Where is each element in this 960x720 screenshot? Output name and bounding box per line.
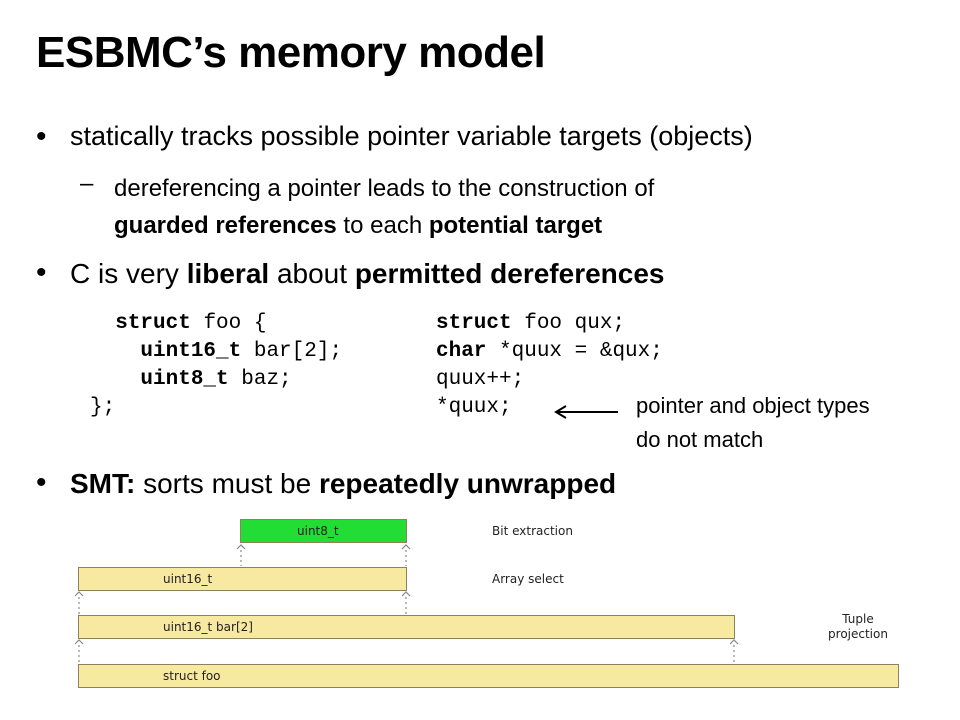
bullet-2: C is very liberal about permitted derefe… [70,258,665,290]
sub-bullet-1: dereferencing a pointer leads to the con… [114,170,654,244]
sub-bullet-line1: dereferencing a pointer leads to the con… [114,175,655,202]
left-arrow-icon [554,405,618,419]
label-array-select: Array select [492,572,564,586]
note-line1: pointer and object types [636,393,870,418]
bold-repeatedly-unwrapped: repeatedly unwrapped [318,468,617,499]
tuple-line2: projection [828,627,888,641]
note-line2: do not match [636,427,764,452]
bar-uint8: uint8_t [240,519,407,543]
bold-permitted-dereferences: permitted dereferences [354,258,665,289]
bullet-marker: • [36,256,47,289]
code-pointer-usage: struct foo qux; char *quux = &qux; quux++;… [436,310,663,422]
code-keyword: uint16_t [140,340,242,363]
code-text: }; [90,396,116,419]
sub-bullet-line2: guarded references to each potential tar… [114,207,654,244]
code-text: quux++; [436,368,525,391]
bar-struct: struct foo [78,664,899,688]
bold-guarded-references: guarded references [114,212,337,239]
label-tuple-projection: Tuple projection [818,612,898,642]
code-text: foo { [190,312,267,335]
bold-liberal: liberal [186,258,270,289]
bold-potential-target: potential target [428,212,603,239]
bullet2-text2: about [269,258,355,289]
code-keyword: struct [115,312,191,335]
tuple-line1: Tuple [842,612,874,626]
bullet-marker: • [36,120,47,153]
code-keyword: struct [436,312,512,335]
label-bit-extraction: Bit extraction [492,524,573,538]
code-keyword: uint8_t [140,368,229,391]
code-text: foo qux; [511,312,626,335]
bullet-1: statically tracks possible pointer varia… [70,121,753,151]
code-keyword: char [436,340,487,363]
bullet2-text1: C is very [70,258,187,289]
code-text: *quux; [436,396,512,419]
bar-array: uint16_t bar[2] [78,615,735,639]
code-struct-definition: struct foo { uint16_t bar[2]; uint8_t ba… [90,310,342,422]
slide-title: ESBMC’s memory model [36,28,546,77]
type-mismatch-note: pointer and object types do not match [636,389,870,457]
sub-mid-text: to each [336,212,429,239]
bar-uint16: uint16_t [78,567,407,591]
sub-bullet-marker: – [80,170,94,197]
code-text: bar[2]; [241,340,343,363]
bullet3-text: sorts must be [135,468,319,499]
bullet-3: SMT: sorts must be repeatedly unwrapped [70,468,616,500]
code-text: *quux = &qux; [486,340,663,363]
bullet-marker: • [36,466,47,499]
code-text: baz; [228,368,292,391]
bold-smt: SMT: [70,468,136,499]
